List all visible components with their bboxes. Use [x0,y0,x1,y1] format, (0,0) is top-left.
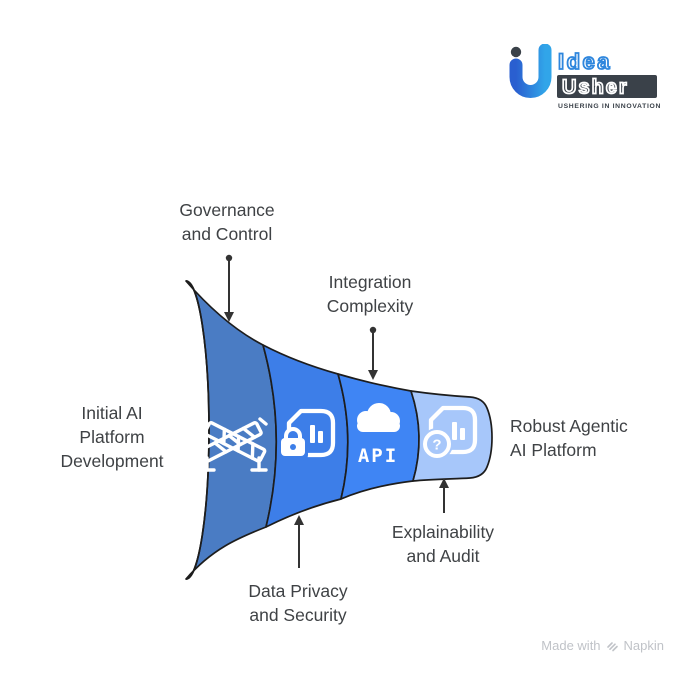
label-line: Explainability [391,522,495,542]
label-line: Platform [79,427,145,447]
made-with-napkin-badge[interactable]: Made with Napkin [541,638,664,653]
arrow-integration [368,326,378,380]
label-initial-ai-platform-development: Initial AI Platform Development [32,401,192,473]
label-line: and Control [181,224,273,244]
napkin-brand-text: Napkin [623,638,664,653]
logo-u-glyph-icon [509,44,552,98]
label-line: and Audit [406,546,480,566]
question-chart-document-icon: ? [421,405,478,460]
arrow-governance [224,254,234,322]
logo-brand-top-text: Idea [558,49,612,74]
label-governance-and-control: Governance and Control [152,198,302,246]
cloud-icon [357,403,400,432]
funnel-body [185,280,493,580]
label-line: Initial AI [81,403,143,423]
arrow-data-privacy [294,515,304,568]
funnel-stage-governance [185,280,278,580]
logo-brand-bottom-text: Usher [562,77,629,99]
lock-chart-document-icon [278,408,336,461]
made-with-text: Made with [541,638,601,653]
api-text: API [358,445,398,467]
label-explainability-and-audit: Explainability and Audit [368,520,518,568]
arrow-explainability [439,478,449,513]
label-robust-agentic-ai-platform: Robust Agentic AI Platform [510,414,655,462]
padlock-icon [278,427,308,461]
funnel-stage-integration [337,373,420,500]
logo-usher-box [557,75,657,98]
label-line: Integration [328,272,412,292]
label-line: Governance [179,200,275,220]
napkin-logo-icon [606,642,618,652]
question-mark-text: ? [432,437,441,454]
label-integration-complexity: Integration Complexity [295,270,445,318]
label-line: Development [60,451,164,471]
idea-usher-logo: Idea Usher USHERING IN INNOVATION [509,44,661,110]
label-line: Robust Agentic [510,416,628,436]
logo-tagline-text: USHERING IN INNOVATION [558,103,661,110]
label-line: AI Platform [510,440,597,460]
funnel-mouth-rim [185,280,210,580]
label-line: Complexity [326,296,414,316]
barrier-gates-icon [198,417,268,472]
question-badge-icon: ? [421,428,453,460]
label-line: Data Privacy [248,581,348,601]
label-line: and Security [249,605,347,625]
label-data-privacy-and-security: Data Privacy and Security [223,579,373,627]
cloud-api-icon: API [357,403,400,467]
